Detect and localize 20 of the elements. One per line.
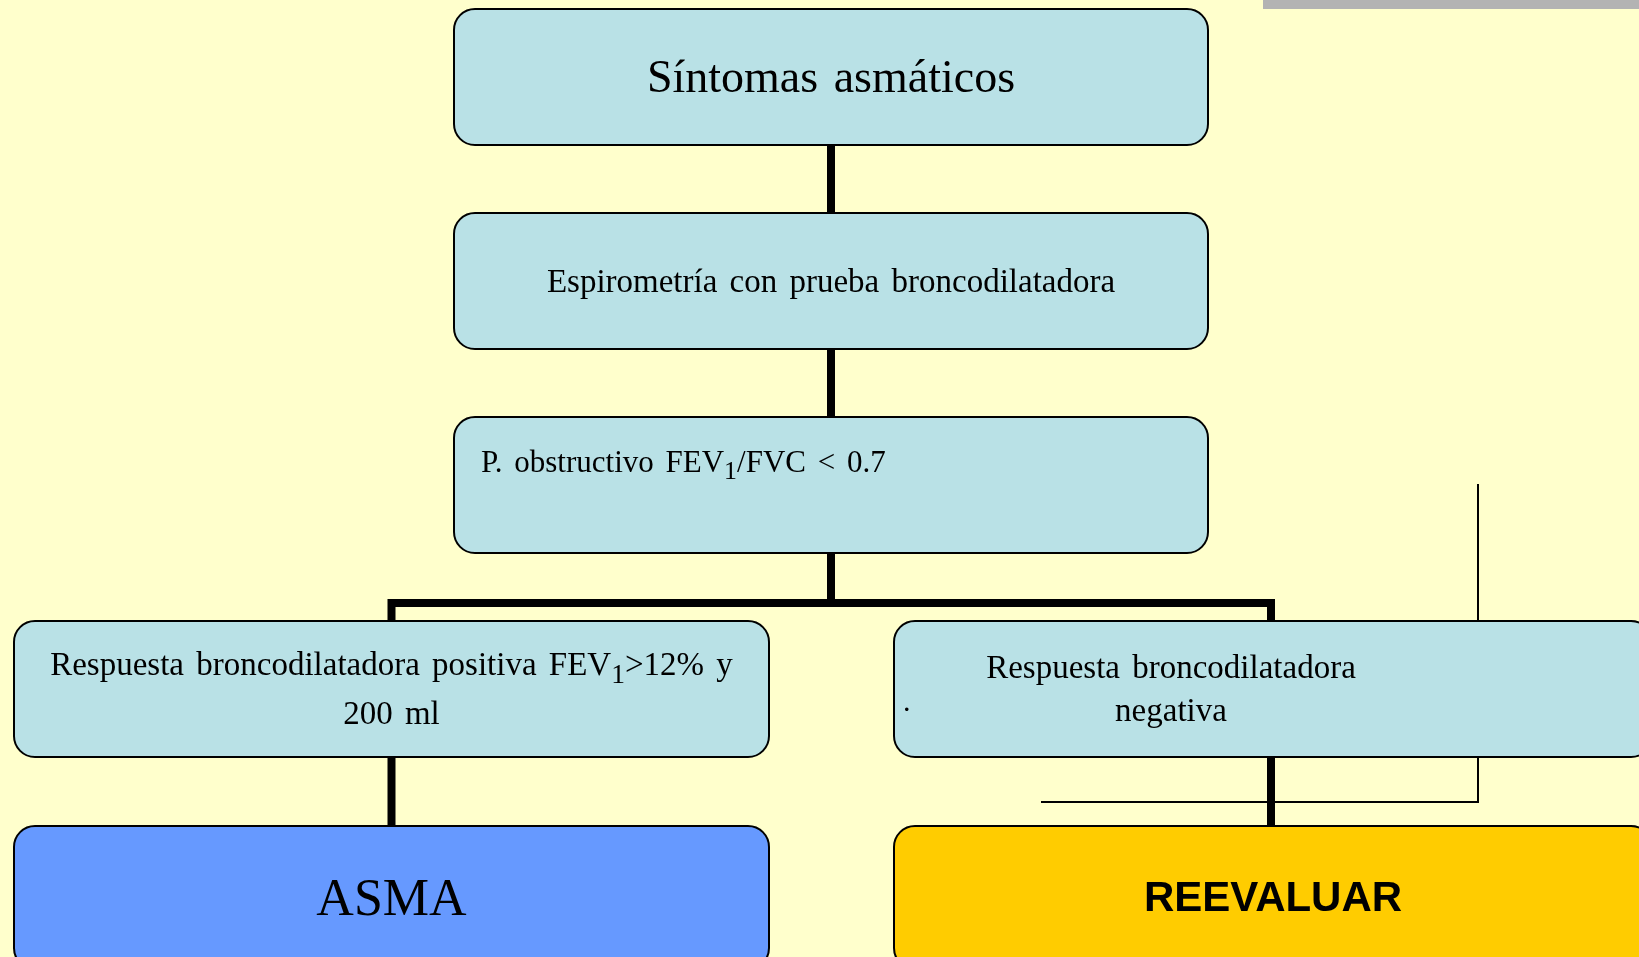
node-text: Respuesta broncodilatadora positiva FEV$_{1}$>12% y 200 ml [49,645,734,733]
connector-line [827,554,1275,620]
process-box [893,620,1639,758]
connector-line [827,350,835,416]
process-box [453,8,1209,146]
connector-line [1267,758,1275,825]
process-box [13,620,770,758]
connector-line [387,758,396,825]
node-text: Respuesta broncodilatadora negativa [985,648,1357,730]
node-text: P. obstructivo FEV$_{1}$/FVC < 0.7 [481,443,886,488]
node-text: Síntomas asmáticos [646,50,1016,105]
node-text: REEVALUAR [1143,872,1403,923]
process-box [453,416,1209,554]
process-box [453,212,1209,350]
result-box [893,825,1639,957]
result-box [13,825,770,957]
connector-line [827,146,835,212]
dot: . [903,684,911,718]
node-text: ASMA [316,867,467,928]
node-text: Espirometría con prueba broncodilatadora [546,261,1116,301]
